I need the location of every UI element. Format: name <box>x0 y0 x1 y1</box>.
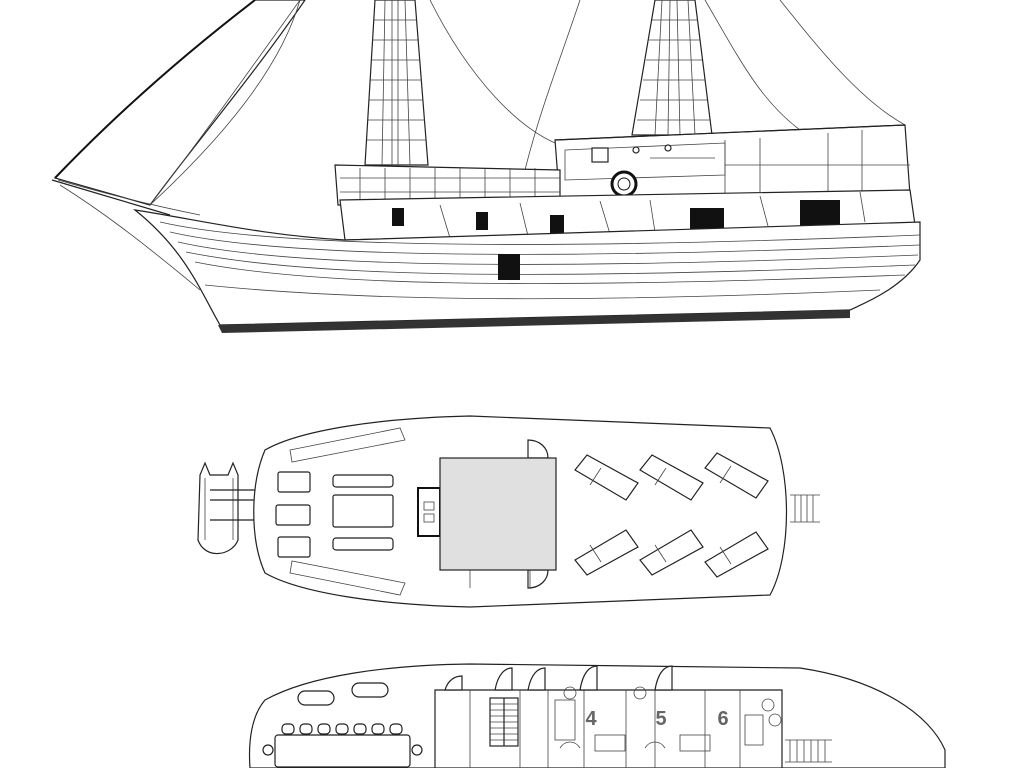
cabin-number-6: 6 <box>717 708 728 730</box>
fore-mast <box>364 0 429 166</box>
cabin-number-4: 4 <box>585 708 597 730</box>
lower-deck-plan: 4 5 6 <box>248 663 946 768</box>
main-mast <box>631 0 713 136</box>
cabin-number-5: 5 <box>655 708 666 730</box>
deckhouse-roof <box>439 457 557 571</box>
keel <box>218 310 850 333</box>
upper-deck-plan <box>197 415 820 608</box>
jib-sail <box>53 0 306 206</box>
life-ring-icon <box>610 170 638 198</box>
hull <box>132 209 921 326</box>
ship-side-view <box>51 0 921 333</box>
bowsprit <box>51 179 171 216</box>
ladder-icon <box>790 494 820 523</box>
